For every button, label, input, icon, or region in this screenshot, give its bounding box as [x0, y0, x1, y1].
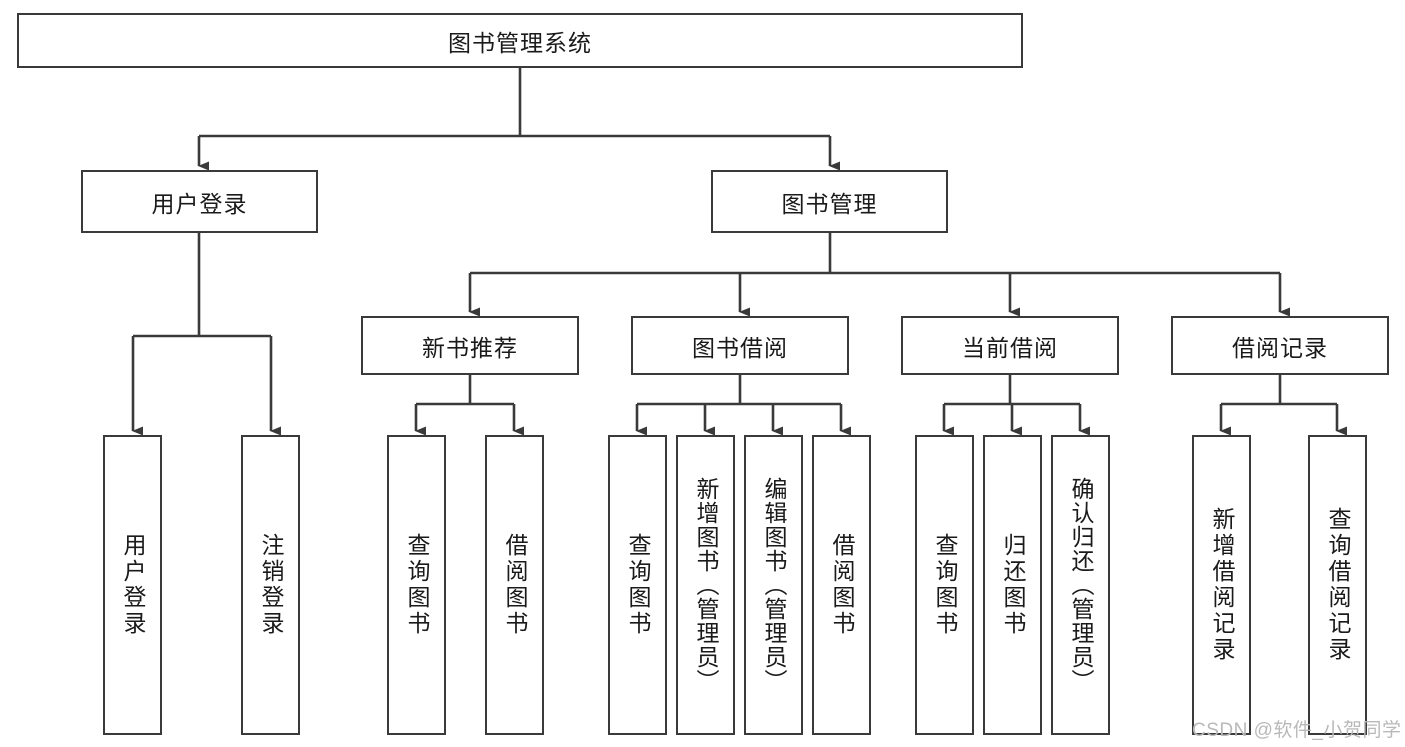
node-leaf-edit-book-admin[interactable]: 编辑图书（管理员） — [744, 435, 803, 735]
node-label: 查询图书 — [404, 533, 430, 637]
node-leaf-borrow-book-1[interactable]: 借阅图书 — [485, 435, 544, 735]
node-label: 图书借阅 — [692, 334, 788, 361]
node-leaf-query-borrow-record[interactable]: 查询借阅记录 — [1308, 435, 1367, 735]
node-leaf-query-book-2[interactable]: 查询图书 — [608, 435, 667, 735]
node-leaf-logout[interactable]: 注销登录 — [241, 435, 300, 735]
node-label: 借阅记录 — [1232, 334, 1328, 361]
node-borrow-record[interactable]: 借阅记录 — [1171, 316, 1389, 375]
node-leaf-return-book[interactable]: 归还图书 — [983, 435, 1042, 735]
node-label: 编辑图书（管理员） — [761, 477, 787, 693]
node-current-borrow[interactable]: 当前借阅 — [901, 316, 1119, 375]
node-leaf-add-borrow-record[interactable]: 新增借阅记录 — [1192, 435, 1251, 735]
node-label: 查询借阅记录 — [1325, 507, 1351, 663]
node-leaf-confirm-return-admin[interactable]: 确认归还（管理员） — [1051, 435, 1110, 735]
node-label: 查询图书 — [625, 533, 651, 637]
node-label: 当前借阅 — [962, 334, 1058, 361]
node-label: 新增借阅记录 — [1209, 507, 1235, 663]
node-label: 确认归还（管理员） — [1068, 477, 1094, 693]
watermark-text: CSDN @软件_小贺同学 — [1192, 720, 1402, 741]
node-label: 图书管理 — [781, 190, 878, 217]
node-user-login[interactable]: 用户登录 — [81, 170, 318, 233]
node-leaf-query-book-1[interactable]: 查询图书 — [387, 435, 446, 735]
node-label: 用户登录 — [151, 190, 248, 217]
node-label: 新增图书（管理员） — [693, 477, 719, 693]
node-leaf-add-book-admin[interactable]: 新增图书（管理员） — [676, 435, 735, 735]
node-book-management[interactable]: 图书管理 — [711, 170, 948, 233]
node-leaf-borrow-book-2[interactable]: 借阅图书 — [812, 435, 871, 735]
node-label: 注销登录 — [258, 533, 284, 637]
node-label: 图书管理系统 — [448, 29, 592, 56]
node-leaf-user-login[interactable]: 用户登录 — [103, 435, 162, 735]
node-label: 用户登录 — [120, 533, 146, 637]
node-label: 新书推荐 — [422, 334, 518, 361]
node-label: 借阅图书 — [502, 533, 528, 637]
node-book-borrow[interactable]: 图书借阅 — [631, 316, 849, 375]
node-book-management-system[interactable]: 图书管理系统 — [17, 13, 1023, 68]
node-label: 借阅图书 — [829, 533, 855, 637]
node-label: 查询图书 — [932, 533, 958, 637]
node-new-book-recommend[interactable]: 新书推荐 — [361, 316, 579, 375]
node-leaf-query-book-3[interactable]: 查询图书 — [915, 435, 974, 735]
node-label: 归还图书 — [1000, 533, 1026, 637]
